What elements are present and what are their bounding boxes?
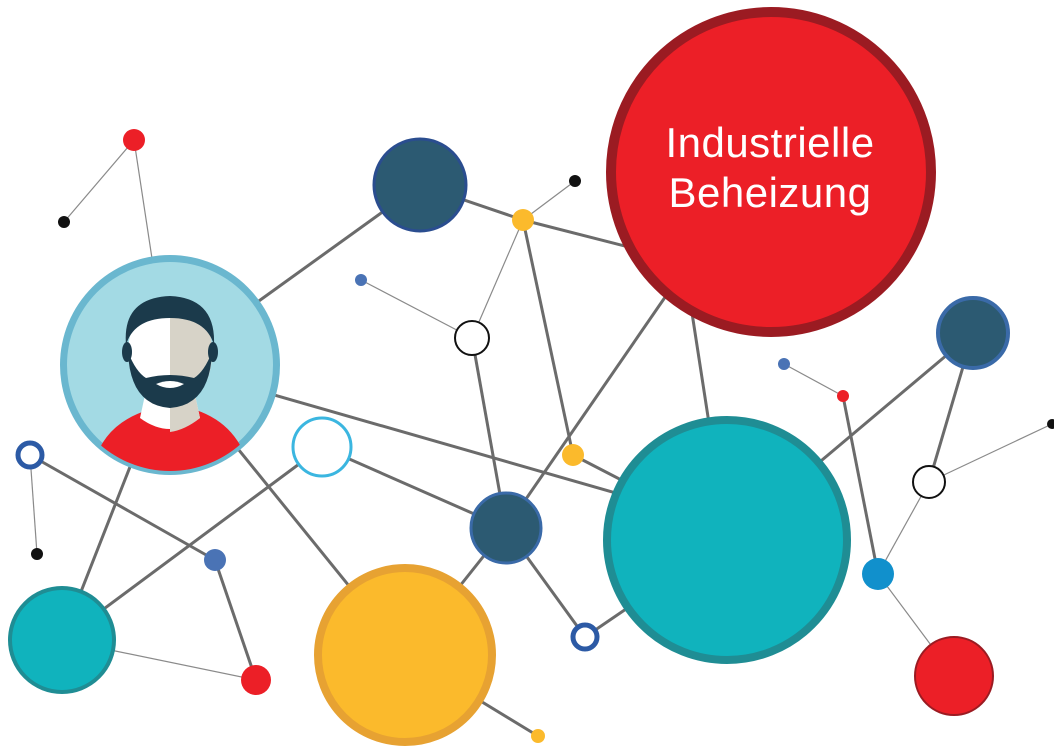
small-black-dot [1047,419,1054,429]
hub-circle [606,7,936,337]
small-black-dot [569,175,581,187]
hub-label-line2: Beheizung [668,169,872,216]
small-blue-dot [778,358,790,370]
small-red-dot [241,665,271,695]
light-blue-ring-node [291,416,353,478]
small-blue-dot [355,274,367,286]
connector-line [928,423,1053,483]
connector-line [841,395,880,575]
small-yellow-dot [512,209,534,231]
connector-line [471,219,524,339]
teal-node [8,586,116,694]
small-black-dot [31,548,43,560]
connector-line [783,363,844,397]
small-yellow-dot [562,444,584,466]
small-cyan-dot [862,558,894,590]
small-red-dot [837,390,849,402]
small-white-ring [454,320,490,356]
small-blue-ring [15,440,45,470]
bearded-man-avatar-icon [60,255,280,475]
hub-label: Industrielle Beheizung [610,118,930,218]
navy-node [936,296,1010,370]
connector-line [29,453,216,562]
connector-line [877,481,930,575]
teal-node [603,416,851,664]
connector-line [213,559,258,681]
small-black-dot [58,216,70,228]
small-white-ring [912,465,946,499]
navy-node [469,491,543,565]
connector-line [504,289,672,529]
connector-line [29,454,38,555]
navy-node [372,137,468,233]
small-blue-dot [204,549,226,571]
small-red-dot [123,129,145,151]
red-node [914,636,994,716]
hub-label-line1: Industrielle [665,119,875,166]
yellow-node [314,564,496,746]
connector-line [360,279,473,339]
connector-line [133,139,154,266]
connector-line [63,139,135,223]
small-yellow-dot [531,729,545,743]
small-blue-ring [570,622,600,652]
connector-line [521,219,575,456]
